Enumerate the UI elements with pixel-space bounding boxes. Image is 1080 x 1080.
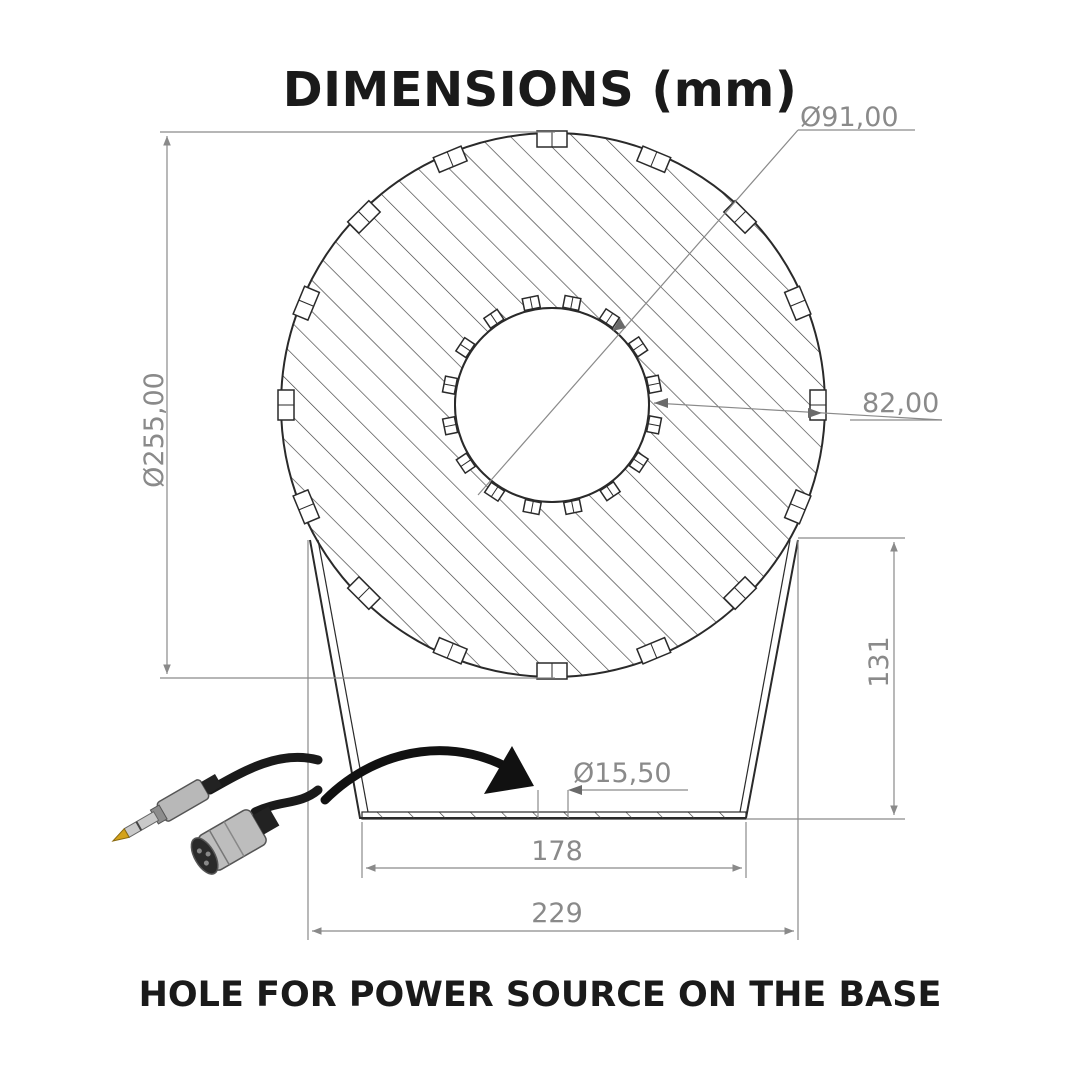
outer-tab xyxy=(292,285,321,322)
inner-tab xyxy=(441,375,459,396)
curved-arrow-icon xyxy=(320,746,534,805)
inner-tab xyxy=(482,308,505,330)
caption: HOLE FOR POWER SOURCE ON THE BASE xyxy=(138,975,942,1015)
outer-tab xyxy=(346,575,382,611)
outer-tab xyxy=(635,636,672,665)
outer-tab xyxy=(783,488,812,525)
inner-tabs xyxy=(441,294,663,516)
inner-tab xyxy=(645,374,663,395)
outer-tab xyxy=(277,389,295,421)
outer-tab xyxy=(432,636,469,665)
inner-tab xyxy=(599,480,622,502)
outer-tab xyxy=(432,145,469,174)
outer-tab xyxy=(536,662,568,680)
inner-tab xyxy=(561,294,582,312)
base-bottom-width-label: 229 xyxy=(531,898,583,929)
inner-tab xyxy=(562,498,583,516)
outer-tab xyxy=(722,575,758,611)
inner-tab xyxy=(441,415,459,436)
outer-tab xyxy=(536,130,568,148)
outer-tab xyxy=(292,488,321,525)
outer-tab xyxy=(635,145,672,174)
hole-diameter-label: Ø15,50 xyxy=(573,758,672,789)
outer-tab xyxy=(783,285,812,322)
inner-tab xyxy=(454,336,476,359)
inner-tab xyxy=(483,481,506,503)
inner-tab xyxy=(645,414,663,435)
inner-tab xyxy=(522,498,543,516)
cable-connector-icon xyxy=(111,752,323,875)
inner-tab xyxy=(598,307,621,329)
radius-arrow-right xyxy=(808,408,822,418)
radius-label: 82,00 xyxy=(862,388,939,419)
inner-tab xyxy=(627,335,649,358)
outer-tab xyxy=(346,199,382,235)
base-inner-left xyxy=(317,539,369,813)
leader-arrowhead xyxy=(612,318,626,331)
radius-arrow-left xyxy=(654,398,668,408)
outer-tab xyxy=(722,199,758,235)
inner-tab xyxy=(628,451,650,474)
inner-hole xyxy=(454,307,650,503)
page-title: DIMENSIONS (mm) xyxy=(282,62,798,118)
base-plate xyxy=(361,811,747,820)
outer-diameter-label: Ø255,00 xyxy=(139,372,170,488)
base-top-width-label: 178 xyxy=(531,836,583,867)
hole-arrow xyxy=(568,785,582,795)
base-inner-right xyxy=(739,539,791,813)
leader-inner-diameter xyxy=(477,129,799,496)
base-height-label: 131 xyxy=(864,636,895,688)
inner-tab xyxy=(521,294,542,312)
inner-diameter-label: Ø91,00 xyxy=(800,102,899,133)
inner-tab xyxy=(455,452,477,475)
leader-radius xyxy=(653,402,943,421)
